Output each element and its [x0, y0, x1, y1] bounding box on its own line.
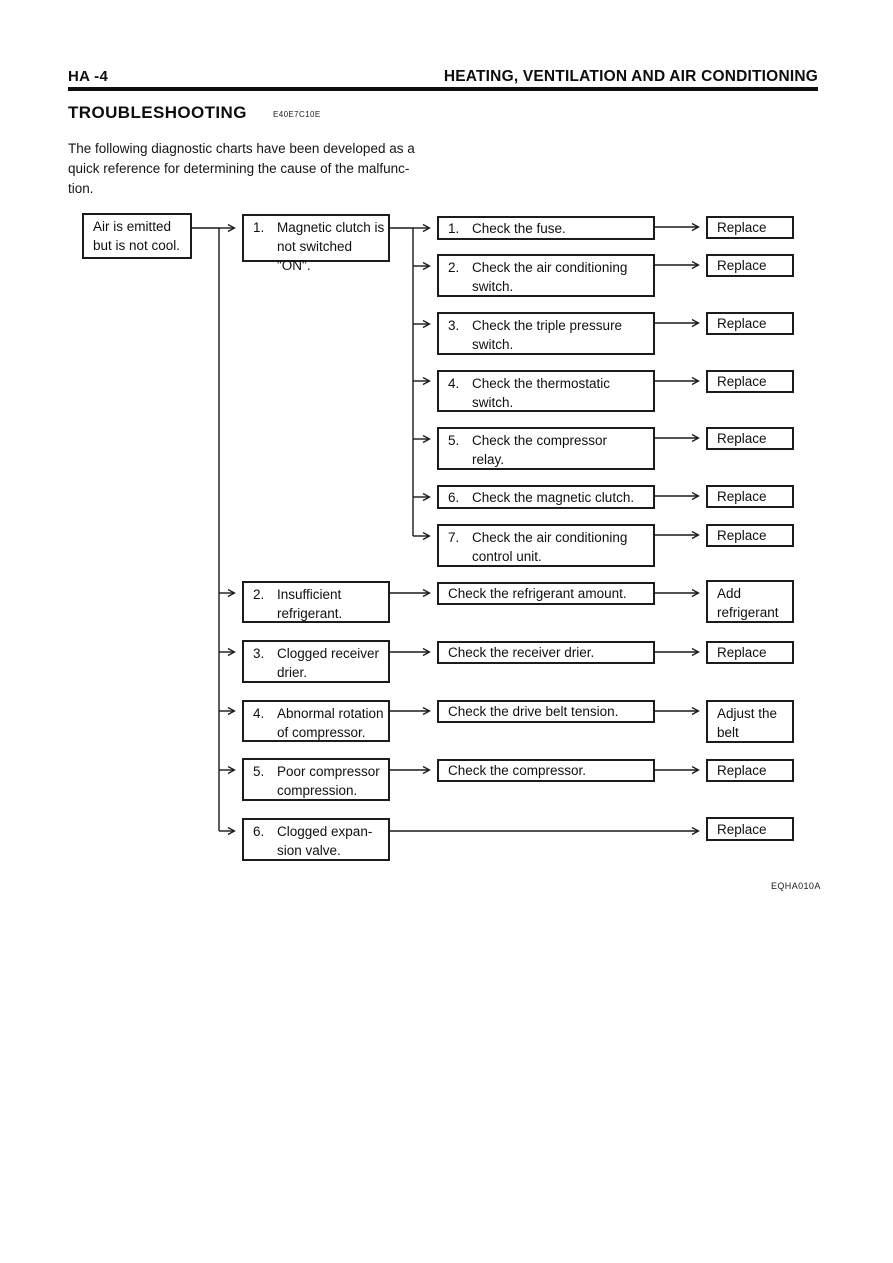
action-label: Replace	[717, 821, 767, 837]
check-label: Check the air conditioning control unit.	[472, 530, 628, 564]
action-label: Replace	[717, 374, 767, 389]
action-box-6: Replace	[706, 817, 794, 841]
header-rule	[68, 87, 818, 91]
action-label: Adjust the belt	[717, 706, 778, 740]
section-code: E40E7C10E	[273, 110, 321, 119]
action-box-1-5: Replace	[706, 427, 794, 450]
cause-label: Abnormal rotation of compressor.	[277, 706, 384, 740]
action-box-1-7: Replace	[706, 524, 794, 547]
check-box-1-6: 6. Check the magnetic clutch.	[437, 485, 655, 509]
symptom-label: Air is emitted but is not cool.	[93, 219, 181, 253]
check-label: Check the magnetic clutch.	[472, 489, 635, 505]
action-box-3: Replace	[706, 641, 794, 664]
action-label: Replace	[717, 763, 767, 778]
cause-box-3: 3. Clogged receiver drier.	[242, 640, 390, 683]
action-label: Replace	[717, 431, 767, 446]
cause-label: Clogged receiver drier.	[277, 646, 380, 680]
trunk-symptom	[192, 228, 234, 831]
check-label: Check the fuse.	[472, 220, 566, 236]
action-label: Replace	[717, 645, 767, 660]
check-label: Check the compressor.	[448, 763, 587, 778]
figure-code: EQHA010A	[771, 881, 821, 891]
check-label: Check the receiver drier.	[448, 645, 595, 660]
cause-label: Poor compressor compression.	[277, 764, 380, 798]
check-number: 2.	[448, 260, 460, 275]
cause-label: Insufficient refrigerant.	[277, 587, 343, 621]
action-label: Replace	[717, 528, 767, 543]
check-number: 6.	[448, 489, 460, 505]
chapter-title: HEATING, VENTILATION AND AIR CONDITIONIN…	[443, 68, 818, 85]
cause-box-1: 1. Magnetic clutch is not switched "ON".	[242, 214, 390, 273]
action-label: Replace	[717, 489, 767, 504]
cause-label: Clogged expan- sion valve.	[277, 824, 373, 858]
action-box-4: Adjust the belt	[706, 700, 794, 743]
intro-paragraph: The following diagnostic charts have bee…	[68, 141, 415, 196]
action-label: Add refrigerant	[717, 586, 779, 620]
check-label: Check the refrigerant amount.	[448, 586, 627, 601]
action-box-2: Add refrigerant	[706, 580, 794, 623]
check-box-3: Check the receiver drier.	[437, 641, 655, 664]
check-label: Check the drive belt tension.	[448, 704, 619, 719]
check-box-1-5: 5. Check the compressor relay.	[437, 427, 655, 470]
cause-box-2: 2. Insufficient refrigerant.	[242, 581, 390, 623]
check-number: 3.	[448, 318, 460, 333]
action-box-1-6: Replace	[706, 485, 794, 508]
check-box-2: Check the refrigerant amount.	[437, 582, 655, 605]
check-label: Check the air conditioning switch.	[472, 260, 628, 294]
check-label: Check the thermostatic switch.	[472, 376, 611, 410]
check-label: Check the compressor relay.	[472, 433, 608, 467]
cause-number: 6.	[253, 824, 265, 839]
page-number: HA -4	[68, 68, 109, 85]
cause-box-4: 4. Abnormal rotation of compressor.	[242, 700, 390, 742]
cause-number: 1.	[253, 220, 265, 235]
action-box-1-3: Replace	[706, 312, 794, 335]
cause-number: 4.	[253, 706, 265, 721]
check-number: 1.	[448, 220, 460, 236]
action-label: Replace	[717, 220, 767, 235]
action-box-1-2: Replace	[706, 254, 794, 277]
check-box-1-4: 4. Check the thermostatic switch.	[437, 370, 655, 412]
check-box-5: Check the compressor.	[437, 759, 655, 782]
symptom-box: Air is emitted but is not cool.	[82, 213, 192, 259]
check-number: 7.	[448, 530, 460, 545]
check-number: 5.	[448, 433, 460, 448]
check-box-1-7: 7. Check the air conditioning control un…	[437, 524, 655, 567]
check-box-4: Check the drive belt tension.	[437, 700, 655, 723]
cause-number: 3.	[253, 646, 265, 661]
trunk-cause-1	[390, 228, 429, 536]
action-label: Replace	[717, 258, 767, 273]
action-box-5: Replace	[706, 759, 794, 782]
action-box-1-1: Replace	[706, 216, 794, 239]
action-label: Replace	[717, 316, 767, 331]
check-box-1-3: 3. Check the triple pressure switch.	[437, 312, 655, 355]
check-to-action-arrows	[655, 227, 698, 770]
check-label: Check the triple pressure switch.	[472, 318, 623, 352]
cause-box-5: 5. Poor compressor compression.	[242, 758, 390, 801]
section-heading: TROUBLESHOOTING	[68, 103, 247, 122]
check-number: 4.	[448, 376, 460, 391]
check-box-1-2: 2. Check the air conditioning switch.	[437, 254, 655, 297]
cause-label: Magnetic clutch is not switched "ON".	[277, 220, 385, 273]
action-box-1-4: Replace	[706, 370, 794, 393]
cause-number: 2.	[253, 587, 265, 602]
cause-number: 5.	[253, 764, 265, 779]
check-box-1-1: 1. Check the fuse.	[437, 216, 655, 240]
cause-box-6: 6. Clogged expan- sion valve.	[242, 818, 390, 861]
